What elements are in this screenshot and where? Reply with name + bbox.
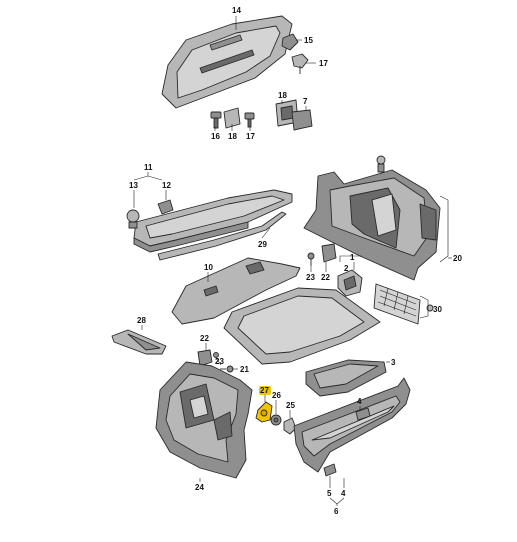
label-10: 10 — [204, 263, 213, 272]
label-12: 12 — [162, 181, 171, 190]
part-28-strip — [111, 329, 167, 355]
part-7-handle — [275, 99, 313, 131]
label-22a: 22 — [321, 273, 330, 282]
part-1-floor-panel — [223, 287, 381, 365]
part-27-label-highlight — [259, 386, 271, 395]
part-22b-bracket — [197, 349, 213, 367]
label-4a: 4 — [357, 397, 362, 406]
label-1: 1 — [350, 253, 355, 262]
part-number-labels: 14 15 17 16 18 17 18 7 11 13 12 29 10 1 … — [129, 6, 462, 516]
label-29: 29 — [258, 240, 267, 249]
label-17b: 17 — [246, 132, 255, 141]
label-22b: 22 — [200, 334, 209, 343]
label-26: 26 — [272, 391, 281, 400]
label-15: 15 — [304, 36, 313, 45]
part-23b-screw — [213, 352, 219, 358]
label-21: 21 — [240, 365, 249, 374]
label-4b: 4 — [341, 489, 346, 498]
part-24-side-panel — [155, 361, 253, 479]
part-23a-screw — [307, 252, 315, 266]
part-4-clip — [355, 407, 371, 421]
label-7: 7 — [303, 97, 308, 106]
part-12-clip — [157, 199, 174, 215]
label-25: 25 — [286, 401, 295, 410]
part-3-tray — [305, 359, 387, 397]
label-13: 13 — [129, 181, 138, 190]
label-28: 28 — [137, 316, 146, 325]
part-16-screw — [210, 111, 222, 129]
part-27-highlighted-clip — [255, 386, 273, 423]
part-10-floor-panel — [171, 257, 301, 325]
part-2-bracket — [337, 269, 363, 297]
part-26-cap — [270, 414, 282, 426]
part-4-sill-trim — [293, 377, 411, 473]
label-2: 2 — [344, 264, 349, 273]
label-18: 18 — [228, 132, 237, 141]
label-11: 11 — [144, 163, 153, 172]
label-17a: 17 — [319, 59, 328, 68]
part-11-parcel-shelf — [133, 189, 293, 253]
label-23b: 23 — [215, 357, 224, 366]
label-20: 20 — [453, 254, 462, 263]
label-18-handle: 18 — [278, 91, 287, 100]
part-17b-screw — [244, 112, 255, 128]
part-20-top-clip — [376, 155, 386, 173]
leader-lines — [133, 16, 452, 506]
label-23a: 23 — [306, 273, 315, 282]
part-29-strip — [157, 211, 287, 261]
part-5-clip — [323, 463, 337, 477]
label-16: 16 — [211, 132, 220, 141]
label-6: 6 — [334, 507, 339, 516]
label-3: 3 — [391, 358, 396, 367]
part-15-clip — [281, 33, 299, 51]
part-14-lid-trim-panel — [161, 15, 293, 109]
part-17a-clip — [291, 53, 309, 74]
label-5: 5 — [327, 489, 332, 498]
label-24: 24 — [195, 483, 204, 492]
label-27: 27 — [260, 386, 269, 395]
part-22a-bracket — [321, 243, 337, 263]
part-25-clip — [283, 417, 297, 435]
label-30: 30 — [433, 305, 442, 314]
part-13-clip — [126, 209, 140, 229]
part-30-net — [373, 283, 434, 325]
label-14: 14 — [232, 6, 241, 15]
part-20-side-panel — [303, 169, 441, 281]
part-18-clip — [223, 107, 241, 129]
